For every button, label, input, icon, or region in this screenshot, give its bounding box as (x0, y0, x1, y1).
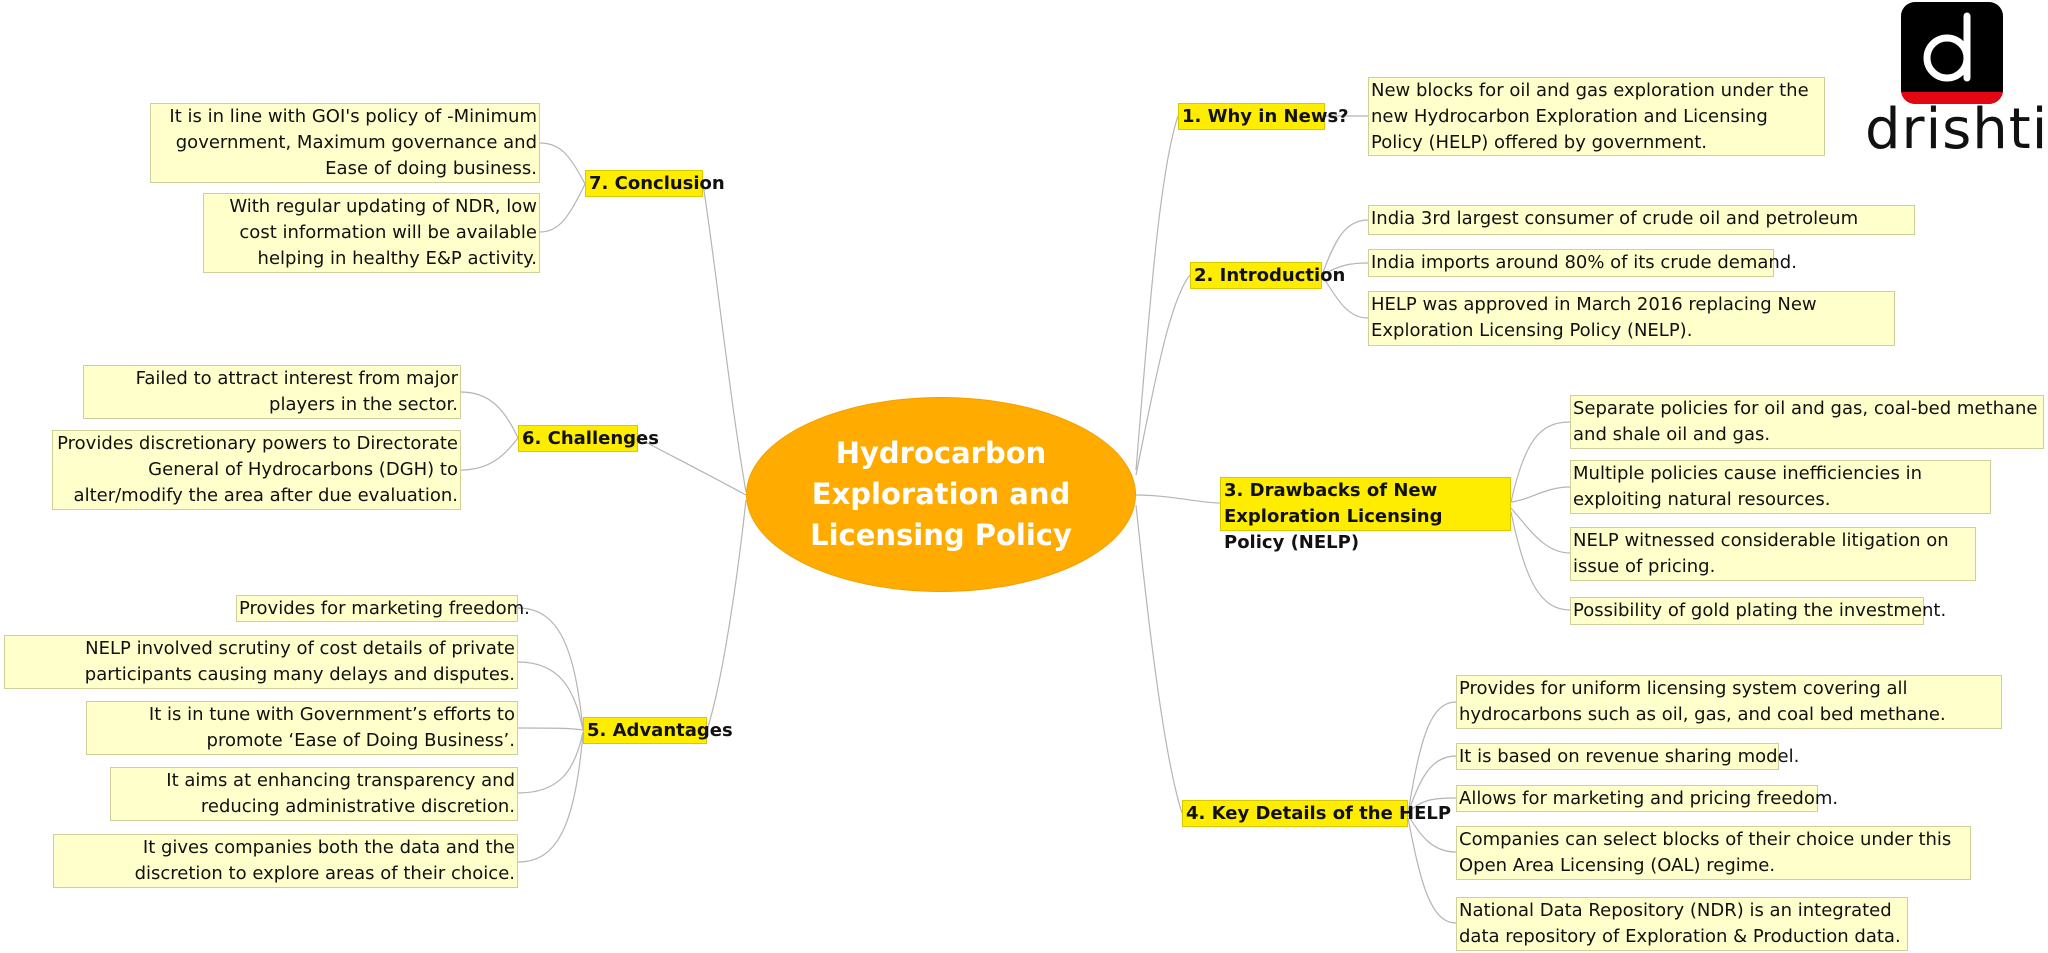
link-intro-leaf-3 (1321, 274, 1369, 319)
leaf-concl-1: It is in line with GOI's policy of -Mini… (150, 103, 540, 183)
link-center-drawbacks (1135, 494, 1221, 504)
branch-introduction: 2. Introduction (1190, 262, 1345, 289)
branch-drawbacks: 3. Drawbacks of New Exploration Licensin… (1220, 477, 1511, 553)
link-drawbacks-leaf-3 (1510, 507, 1571, 554)
link-key-leaf-3 (1407, 797, 1457, 814)
leaf-drawbacks-1: Separate policies for oil and gas, coal-… (1570, 395, 2044, 449)
link-key-leaf-4 (1407, 814, 1457, 853)
link-drawbacks-leaf-1 (1510, 421, 1571, 503)
link-chal-leaf-2 (460, 437, 519, 471)
drishti-logo: drishti (1865, 2, 2048, 167)
branch-conclusion: 7. Conclusion (585, 170, 725, 197)
link-drawbacks-leaf-2 (1510, 486, 1571, 503)
central-topic: Hydrocarbon Exploration and Licensing Po… (746, 397, 1136, 592)
leaf-key-3: Allows for marketing and pricing freedom… (1456, 785, 1838, 812)
leaf-drawbacks-4: Possibility of gold plating the investme… (1570, 597, 1946, 625)
link-drawbacks-leaf-4 (1510, 511, 1571, 611)
leaf-key-1: Provides for uniform licensing system co… (1456, 675, 2002, 729)
leaf-concl-2: With regular updating of NDR, low cost i… (203, 193, 540, 273)
link-adv-leaf-1 (517, 607, 584, 731)
link-center-chal (637, 437, 747, 496)
link-concl-leaf-1 (539, 142, 586, 185)
link-key-leaf-5 (1407, 817, 1457, 924)
link-adv-leaf-4 (517, 731, 584, 794)
drishti-d-icon (1901, 2, 2003, 104)
leaf-adv-3: It is in tune with Government’s efforts … (86, 701, 518, 755)
branch-advantages: 5. Advantages (583, 717, 733, 744)
leaf-intro-3: HELP was approved in March 2016 replacin… (1368, 291, 1895, 346)
link-adv-leaf-5 (517, 733, 584, 863)
leaf-key-5: National Data Repository (NDR) is an int… (1456, 897, 1908, 951)
link-center-key (1135, 504, 1183, 814)
logo-wordmark: drishti (1865, 97, 2048, 162)
leaf-drawbacks-3: NELP witnessed considerable litigation o… (1570, 527, 1976, 581)
leaf-why-1: New blocks for oil and gas exploration u… (1368, 77, 1825, 156)
link-adv-leaf-3 (517, 727, 584, 731)
leaf-chal-1: Failed to attract interest from major pl… (83, 365, 461, 419)
leaf-intro-1: India 3rd largest consumer of crude oil … (1368, 205, 1915, 235)
link-key-leaf-2 (1407, 755, 1457, 814)
leaf-intro-2: India imports around 80% of its crude de… (1368, 249, 1797, 277)
link-center-concl (702, 183, 747, 493)
link-center-why (1135, 115, 1179, 471)
leaf-adv-2: NELP involved scrutiny of cost details o… (4, 635, 518, 689)
leaf-key-2: It is based on revenue sharing model. (1456, 743, 1799, 770)
link-intro-leaf-1 (1321, 219, 1369, 276)
branch-why-in-news: 1. Why in News? (1178, 103, 1349, 130)
branch-challenges: 6. Challenges (518, 425, 659, 452)
link-key-leaf-1 (1407, 701, 1457, 814)
leaf-chal-2: Provides discretionary powers to Directo… (52, 430, 461, 510)
branch-key-details: 4. Key Details of the HELP (1182, 800, 1451, 827)
leaf-drawbacks-2: Multiple policies cause inefficiencies i… (1570, 460, 1991, 514)
link-chal-leaf-1 (460, 391, 519, 439)
link-concl-leaf-2 (539, 183, 586, 233)
leaf-adv-5: It gives companies both the data and the… (53, 834, 518, 888)
link-intro-leaf-2 (1321, 262, 1369, 276)
leaf-key-4: Companies can select blocks of their cho… (1456, 826, 1971, 880)
link-adv-leaf-2 (517, 661, 584, 731)
link-center-intro (1135, 274, 1191, 476)
leaf-adv-1: Provides for marketing freedom. (236, 595, 530, 622)
link-center-adv (706, 499, 747, 731)
leaf-adv-4: It aims at enhancing transparency and re… (110, 767, 518, 821)
